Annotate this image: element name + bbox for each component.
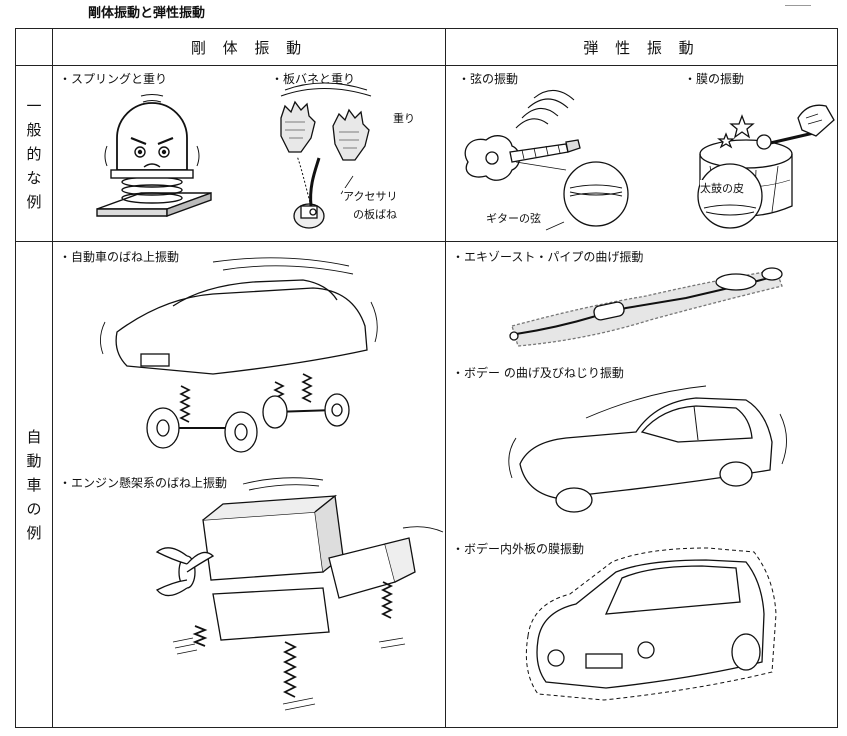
cell-automobile-rigid: ・自動車のばね上振動 ・エンジン懸架系のばね上振動 [52,241,446,728]
car-body-torsion-illustration [508,385,787,513]
car-on-springs-illustration [100,257,378,453]
caption-exhaust-pipe-bending: ・エキゾースト・パイプの曲げ振動 [452,250,644,264]
row-label-general: 一般的な例 [15,65,53,242]
label-weight: 重り [393,110,415,126]
caption-car-sprung-vibration: ・自動車のばね上振動 [59,250,180,264]
caption-body-bending-torsion: ・ボデー の曲げ及びねじり振動 [452,366,624,380]
page-title: 剛体振動と弾性振動 [88,6,206,21]
caption-engine-mount-vibration: ・エンジン懸架系のばね上振動 [59,476,228,490]
caption-string-vibration: ・弦の振動 [458,72,519,86]
vibration-table: 剛 体 振 動 弾 性 振 動 一般的な例 ・スプリングと重り ・板バネと重り [15,28,838,728]
car-body-panel-illustration [525,547,777,701]
guitar-illustration [464,89,629,231]
corner-mark [785,0,811,6]
drum-illustration [697,104,835,229]
leaf-spring-glove-illustration [280,82,372,229]
caption-leaf-spring-weight: ・板バネと重り [271,72,356,86]
cell-general-rigid: ・スプリングと重り ・板バネと重り [52,65,446,242]
header-rigid-vibration: 剛 体 振 動 [52,28,446,66]
caption-membrane-vibration: ・膜の振動 [684,72,745,86]
spring-weight-illustrations [96,82,372,229]
engine-on-mounts-illustration [155,477,444,711]
cell-general-elastic: ・弦の振動 ・膜の振動 [445,65,838,242]
row-label-automobile-text: 自動車の例 [26,427,42,542]
label-drum-skin: 太鼓の皮 [700,180,744,196]
header-elastic-vibration: 弾 性 振 動 [445,28,838,66]
row-label-general-text: 一般的な例 [26,96,42,211]
cell-automobile-elastic: ・エキゾースト・パイプの曲げ振動 ・ボデー の曲げ及びねじり振動 ・ボデー内外板… [445,241,838,728]
caption-body-panel-membrane: ・ボデー内外板の膜振動 [452,542,585,556]
label-accessory-line1: アクセサリ [343,188,398,204]
caption-spring-weight: ・スプリングと重り [59,72,168,86]
label-guitar-string: ギターの弦 [486,210,541,226]
exhaust-pipe-illustration [509,267,783,347]
header-corner-cell [15,28,53,66]
rigid-automobile-illustrations [100,257,444,711]
dome-weight-on-spring-illustration [96,94,212,217]
elastic-automobile-illustrations [508,267,787,701]
label-accessory-line2: の板ばね [353,206,397,222]
row-label-automobile: 自動車の例 [15,241,53,728]
